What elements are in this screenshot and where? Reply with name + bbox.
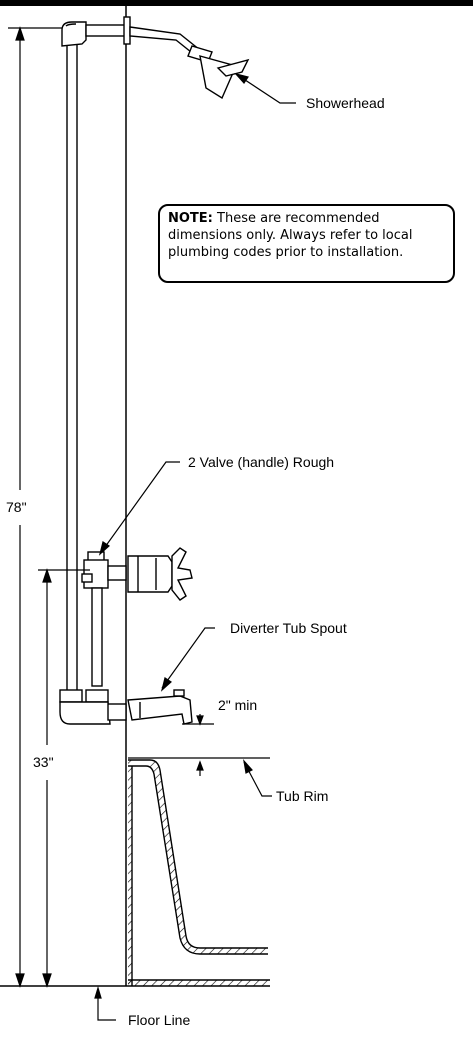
label-valve-rough: 2 Valve (handle) Rough <box>188 454 334 470</box>
leader-spout <box>160 627 215 692</box>
leader-floor <box>94 985 116 1021</box>
dimension-label-33: 33" <box>33 754 54 770</box>
showerhead-fixture <box>187 45 250 100</box>
label-min-clearance: 2" min <box>218 697 257 713</box>
label-tub-rim: Tub Rim <box>276 788 328 804</box>
supply-pipe <box>61 16 201 690</box>
leader-tub-rim <box>243 759 272 797</box>
note-box: NOTE: These are recommended dimensions o… <box>158 204 455 283</box>
diverter-spout-assembly <box>59 689 193 725</box>
valve-assembly <box>81 547 193 687</box>
floor <box>0 979 270 987</box>
dimension-2-min <box>182 714 214 776</box>
leader-showerhead <box>234 72 296 104</box>
label-floor-line: Floor Line <box>128 1012 190 1028</box>
dimension-33 <box>38 568 90 988</box>
leader-valve <box>98 461 180 556</box>
dimension-label-78: 78" <box>6 499 27 515</box>
top-border <box>0 0 473 6</box>
label-diverter-spout: Diverter Tub Spout <box>230 620 347 636</box>
tub-body <box>128 759 268 986</box>
dimension-78 <box>8 26 62 988</box>
label-showerhead: Showerhead <box>306 95 385 111</box>
note-text: These are recommended dimensions only. A… <box>168 211 413 260</box>
note-title: NOTE: <box>168 211 213 226</box>
